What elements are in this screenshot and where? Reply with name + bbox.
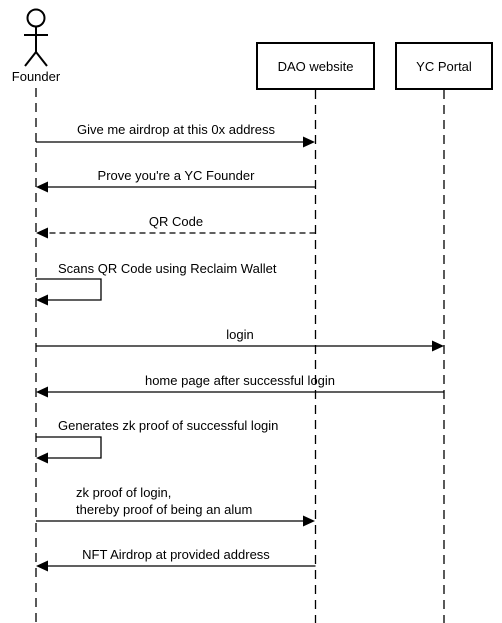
founder-actor-icon [24, 8, 48, 67]
yc-portal-box: YC Portal [395, 42, 493, 90]
message-4: Scans QR Code using Reclaim Wallet [36, 261, 277, 306]
message-1-label: Give me airdrop at this 0x address [77, 122, 275, 137]
message-9: NFT Airdrop at provided address [36, 547, 316, 572]
message-1: Give me airdrop at this 0x address [36, 122, 315, 148]
message-9-arrowhead [36, 560, 48, 572]
message-1-arrowhead [303, 136, 315, 148]
message-8-label-line-2: thereby proof of being an alum [76, 502, 252, 517]
message-9-label: NFT Airdrop at provided address [82, 547, 270, 562]
message-3-arrowhead [36, 227, 48, 239]
message-7: Generates zk proof of successful login [36, 418, 278, 464]
message-2-label: Prove you're a YC Founder [98, 168, 256, 183]
message-6-label: home page after successful login [145, 373, 335, 388]
message-8-label-line-1: zk proof of login, [76, 485, 171, 500]
message-3-label: QR Code [149, 214, 203, 229]
message-4-arrowhead [36, 294, 48, 306]
message-5-arrowhead [432, 340, 444, 352]
message-3: QR Code [36, 214, 316, 239]
message-6-arrowhead [36, 386, 48, 398]
message-6: home page after successful login [36, 373, 444, 398]
message-8-arrowhead [303, 515, 315, 527]
yc-portal-label: YC Portal [416, 59, 472, 74]
message-7-arrowhead [36, 452, 48, 464]
message-4-label: Scans QR Code using Reclaim Wallet [58, 261, 277, 276]
dao-website-label: DAO website [278, 59, 354, 74]
message-2: Prove you're a YC Founder [36, 168, 316, 193]
founder-label: Founder [12, 69, 61, 84]
message-7-label: Generates zk proof of successful login [58, 418, 278, 433]
message-2-arrowhead [36, 181, 48, 193]
message-8: zk proof of login, thereby proof of bein… [36, 485, 315, 527]
message-5: login [36, 327, 444, 352]
dao-website-box: DAO website [256, 42, 375, 90]
message-5-label: login [226, 327, 253, 342]
